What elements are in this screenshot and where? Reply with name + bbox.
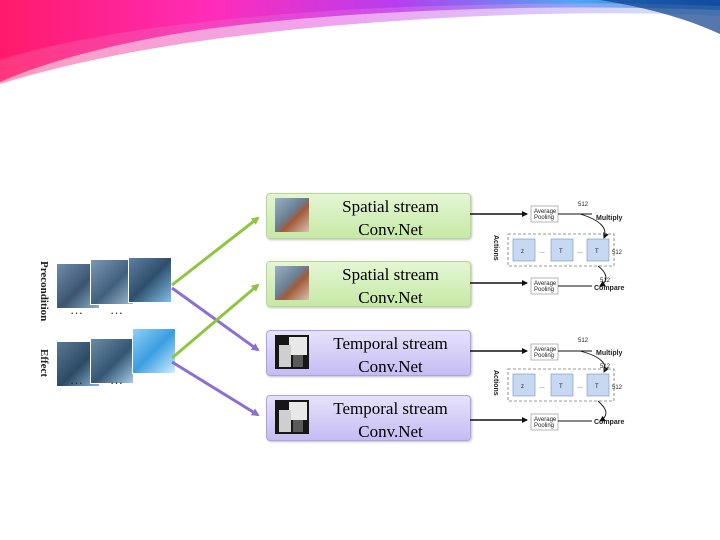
- multiply-label-1: Multiply: [596, 215, 623, 222]
- dim-label-1c: 512: [612, 250, 623, 256]
- curve-actions-to-compare-2: [597, 400, 607, 422]
- precondition-ellipsis-1: …: [70, 302, 83, 317]
- compare-label-2: Compare: [594, 419, 624, 426]
- temporal-stream-label-2: Temporal stream Conv.Net: [333, 399, 448, 441]
- temporal-stream-box-1: Temporal stream Conv.Net: [266, 330, 471, 376]
- temporal-stream-box-2: Temporal stream Conv.Net: [266, 395, 471, 441]
- arrow-effect-to-spatial-2: [171, 283, 260, 360]
- actions-container-1: [507, 233, 615, 267]
- dim-label-2a: 512: [578, 338, 589, 344]
- action-cell-1-3: [586, 238, 610, 262]
- dim-label-2c: 512: [612, 385, 623, 391]
- effect-ellipsis-1: …: [70, 372, 83, 387]
- spatial-stream-label-1: Spatial stream Conv.Net: [342, 197, 439, 239]
- precondition-frame-3: [128, 257, 172, 303]
- action-ellipsis-2b: …: [577, 384, 583, 390]
- spatial-stream-label-2: Spatial stream Conv.Net: [342, 265, 439, 307]
- avg-pool-box-2a: [530, 343, 559, 361]
- tennis-player-photo-icon: [275, 198, 309, 232]
- optical-flow-icon: [275, 335, 309, 369]
- action-cell-text-1-3: T: [595, 249, 599, 255]
- action-cell-text-2-2: T: [559, 384, 563, 390]
- effect-frame-3: [132, 328, 176, 374]
- actions-label-2: Actions: [492, 370, 499, 396]
- precondition-ellipsis-2: …: [110, 302, 123, 317]
- spatial-stream-box-1: Spatial stream Conv.Net: [266, 193, 471, 239]
- compare-label-1: Compare: [594, 285, 624, 292]
- action-cell-2-2: [550, 373, 574, 397]
- action-cell-1-1: [512, 238, 536, 262]
- actions-container-2: [507, 368, 615, 402]
- header-swoosh-decoration: [0, 0, 720, 84]
- effect-frame-2: [90, 338, 134, 384]
- action-cell-1-2: [550, 238, 574, 262]
- action-cell-text-1-1: z: [521, 249, 524, 255]
- arrow-effect-to-temporal-2: [171, 360, 260, 417]
- action-ellipsis-1a: …: [539, 249, 545, 255]
- arrow-precondition-to-spatial-1: [171, 216, 260, 287]
- action-ellipsis-1b: …: [577, 249, 583, 255]
- curve-actions-to-compare-1: [597, 265, 607, 287]
- curve-pool-to-actions-2: [579, 350, 609, 373]
- arrow-precondition-to-temporal-1: [171, 286, 260, 352]
- actions-label-1: Actions: [492, 235, 499, 261]
- temporal-stream-label-1: Temporal stream Conv.Net: [333, 334, 448, 376]
- multiply-label-2: Multiply: [596, 350, 623, 357]
- action-cell-text-2-1: z: [521, 384, 524, 390]
- action-cell-2-1: [512, 373, 536, 397]
- action-ellipsis-2a: …: [539, 384, 545, 390]
- avg-pool-box-2b: [530, 413, 559, 431]
- tennis-player-photo-icon: [275, 266, 309, 300]
- action-cell-text-2-3: T: [595, 384, 599, 390]
- action-cell-text-1-2: T: [559, 249, 563, 255]
- optical-flow-icon: [275, 400, 309, 434]
- dim-label-1a: 512: [578, 202, 589, 208]
- curve-pool-to-actions-1: [579, 213, 609, 239]
- precondition-frame-2: [90, 259, 134, 305]
- effect-ellipsis-2: …: [110, 372, 123, 387]
- action-cell-2-3: [586, 373, 610, 397]
- spatial-stream-box-2: Spatial stream Conv.Net: [266, 261, 471, 307]
